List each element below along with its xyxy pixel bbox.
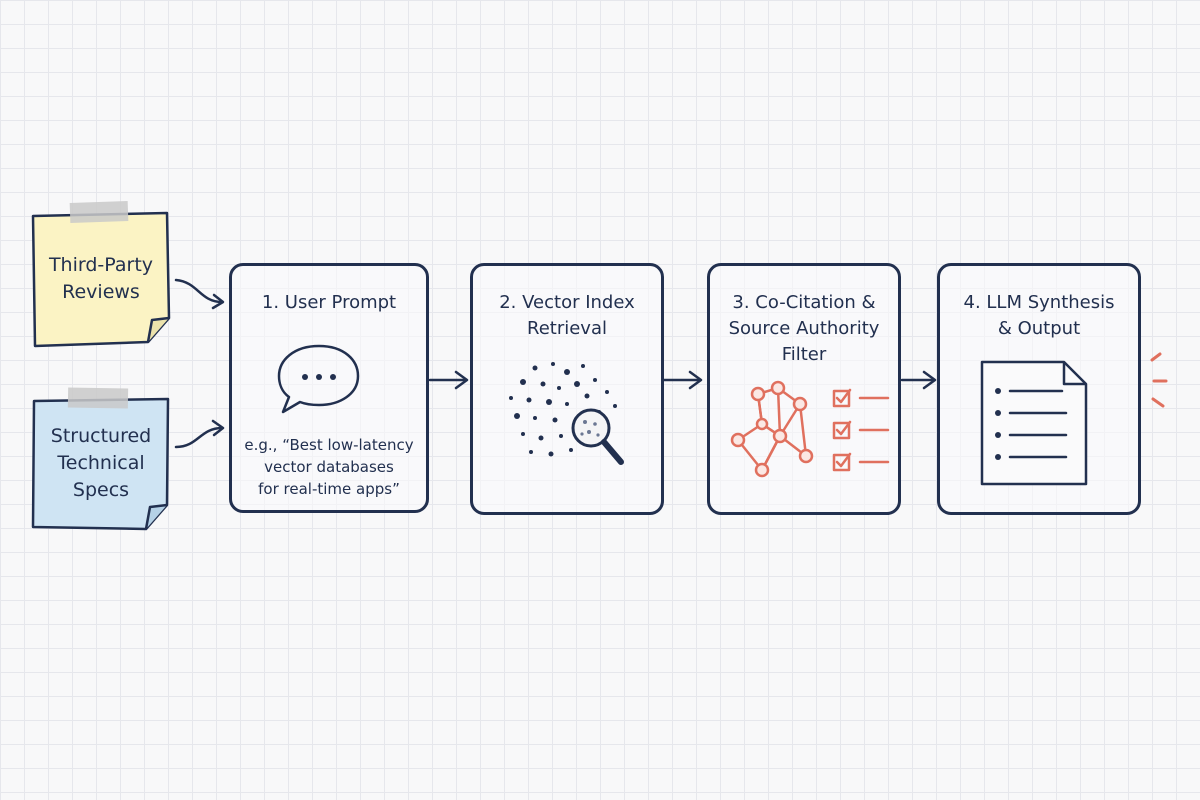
step-llm-synthesis-output: 4. LLM Synthesis & Output — [937, 263, 1141, 515]
note-line: Specs — [72, 479, 130, 501]
step-title: 1. User Prompt — [232, 290, 426, 316]
document-icon — [980, 360, 1088, 486]
step-title: 2. Vector Index Retrieval — [473, 290, 661, 342]
step-title-line: 2. Vector Index — [499, 292, 635, 313]
burst-icon — [1150, 352, 1168, 408]
step-title-line: 3. Co-Citation & — [732, 292, 876, 313]
chat-bubble-icon — [277, 344, 360, 414]
sticky-note-third-party-reviews: Third-Party Reviews — [30, 200, 172, 350]
sticky-note-shape — [31, 200, 171, 348]
prompt-example-line: vector databases — [264, 458, 394, 476]
note-line: Third-Party — [48, 254, 154, 276]
note-line: Structured — [50, 425, 152, 447]
step-title-line: & Output — [997, 318, 1081, 339]
step-co-citation-filter: 3. Co-Citation & Source Authority Filter — [707, 263, 901, 515]
vector-search-icon — [509, 362, 624, 465]
step-title-line: Source Authority — [728, 318, 880, 339]
prompt-example-line: e.g., “Best low-latency — [244, 436, 414, 454]
note-line: Reviews — [62, 281, 140, 303]
step-title-line: 4. LLM Synthesis — [963, 292, 1115, 313]
tape-icon — [67, 387, 129, 409]
network-checklist-icon — [730, 380, 890, 478]
sticky-note-shape — [31, 387, 170, 531]
note-label: Third-Party Reviews — [30, 252, 172, 306]
step-title-line: 1. User Prompt — [261, 292, 397, 313]
step-vector-index-retrieval: 2. Vector Index Retrieval — [470, 263, 664, 515]
step-user-prompt: 1. User Prompt e.g., “Best low-latency v… — [229, 263, 429, 513]
step-title: 3. Co-Citation & Source Authority Filter — [710, 290, 898, 368]
prompt-example-line: for real-time apps” — [258, 480, 400, 498]
note-line: Technical — [57, 452, 145, 474]
step-title-line: Retrieval — [527, 318, 607, 339]
step-title-line: Filter — [781, 344, 827, 365]
sticky-note-structured-technical-specs: Structured Technical Specs — [30, 385, 172, 535]
arrow-icon — [174, 278, 224, 304]
prompt-example: e.g., “Best low-latency vector databases… — [232, 434, 426, 500]
note-label: Structured Technical Specs — [30, 423, 172, 504]
arrow-icon — [174, 426, 224, 449]
tape-icon — [69, 200, 129, 224]
step-title: 4. LLM Synthesis & Output — [940, 290, 1138, 342]
